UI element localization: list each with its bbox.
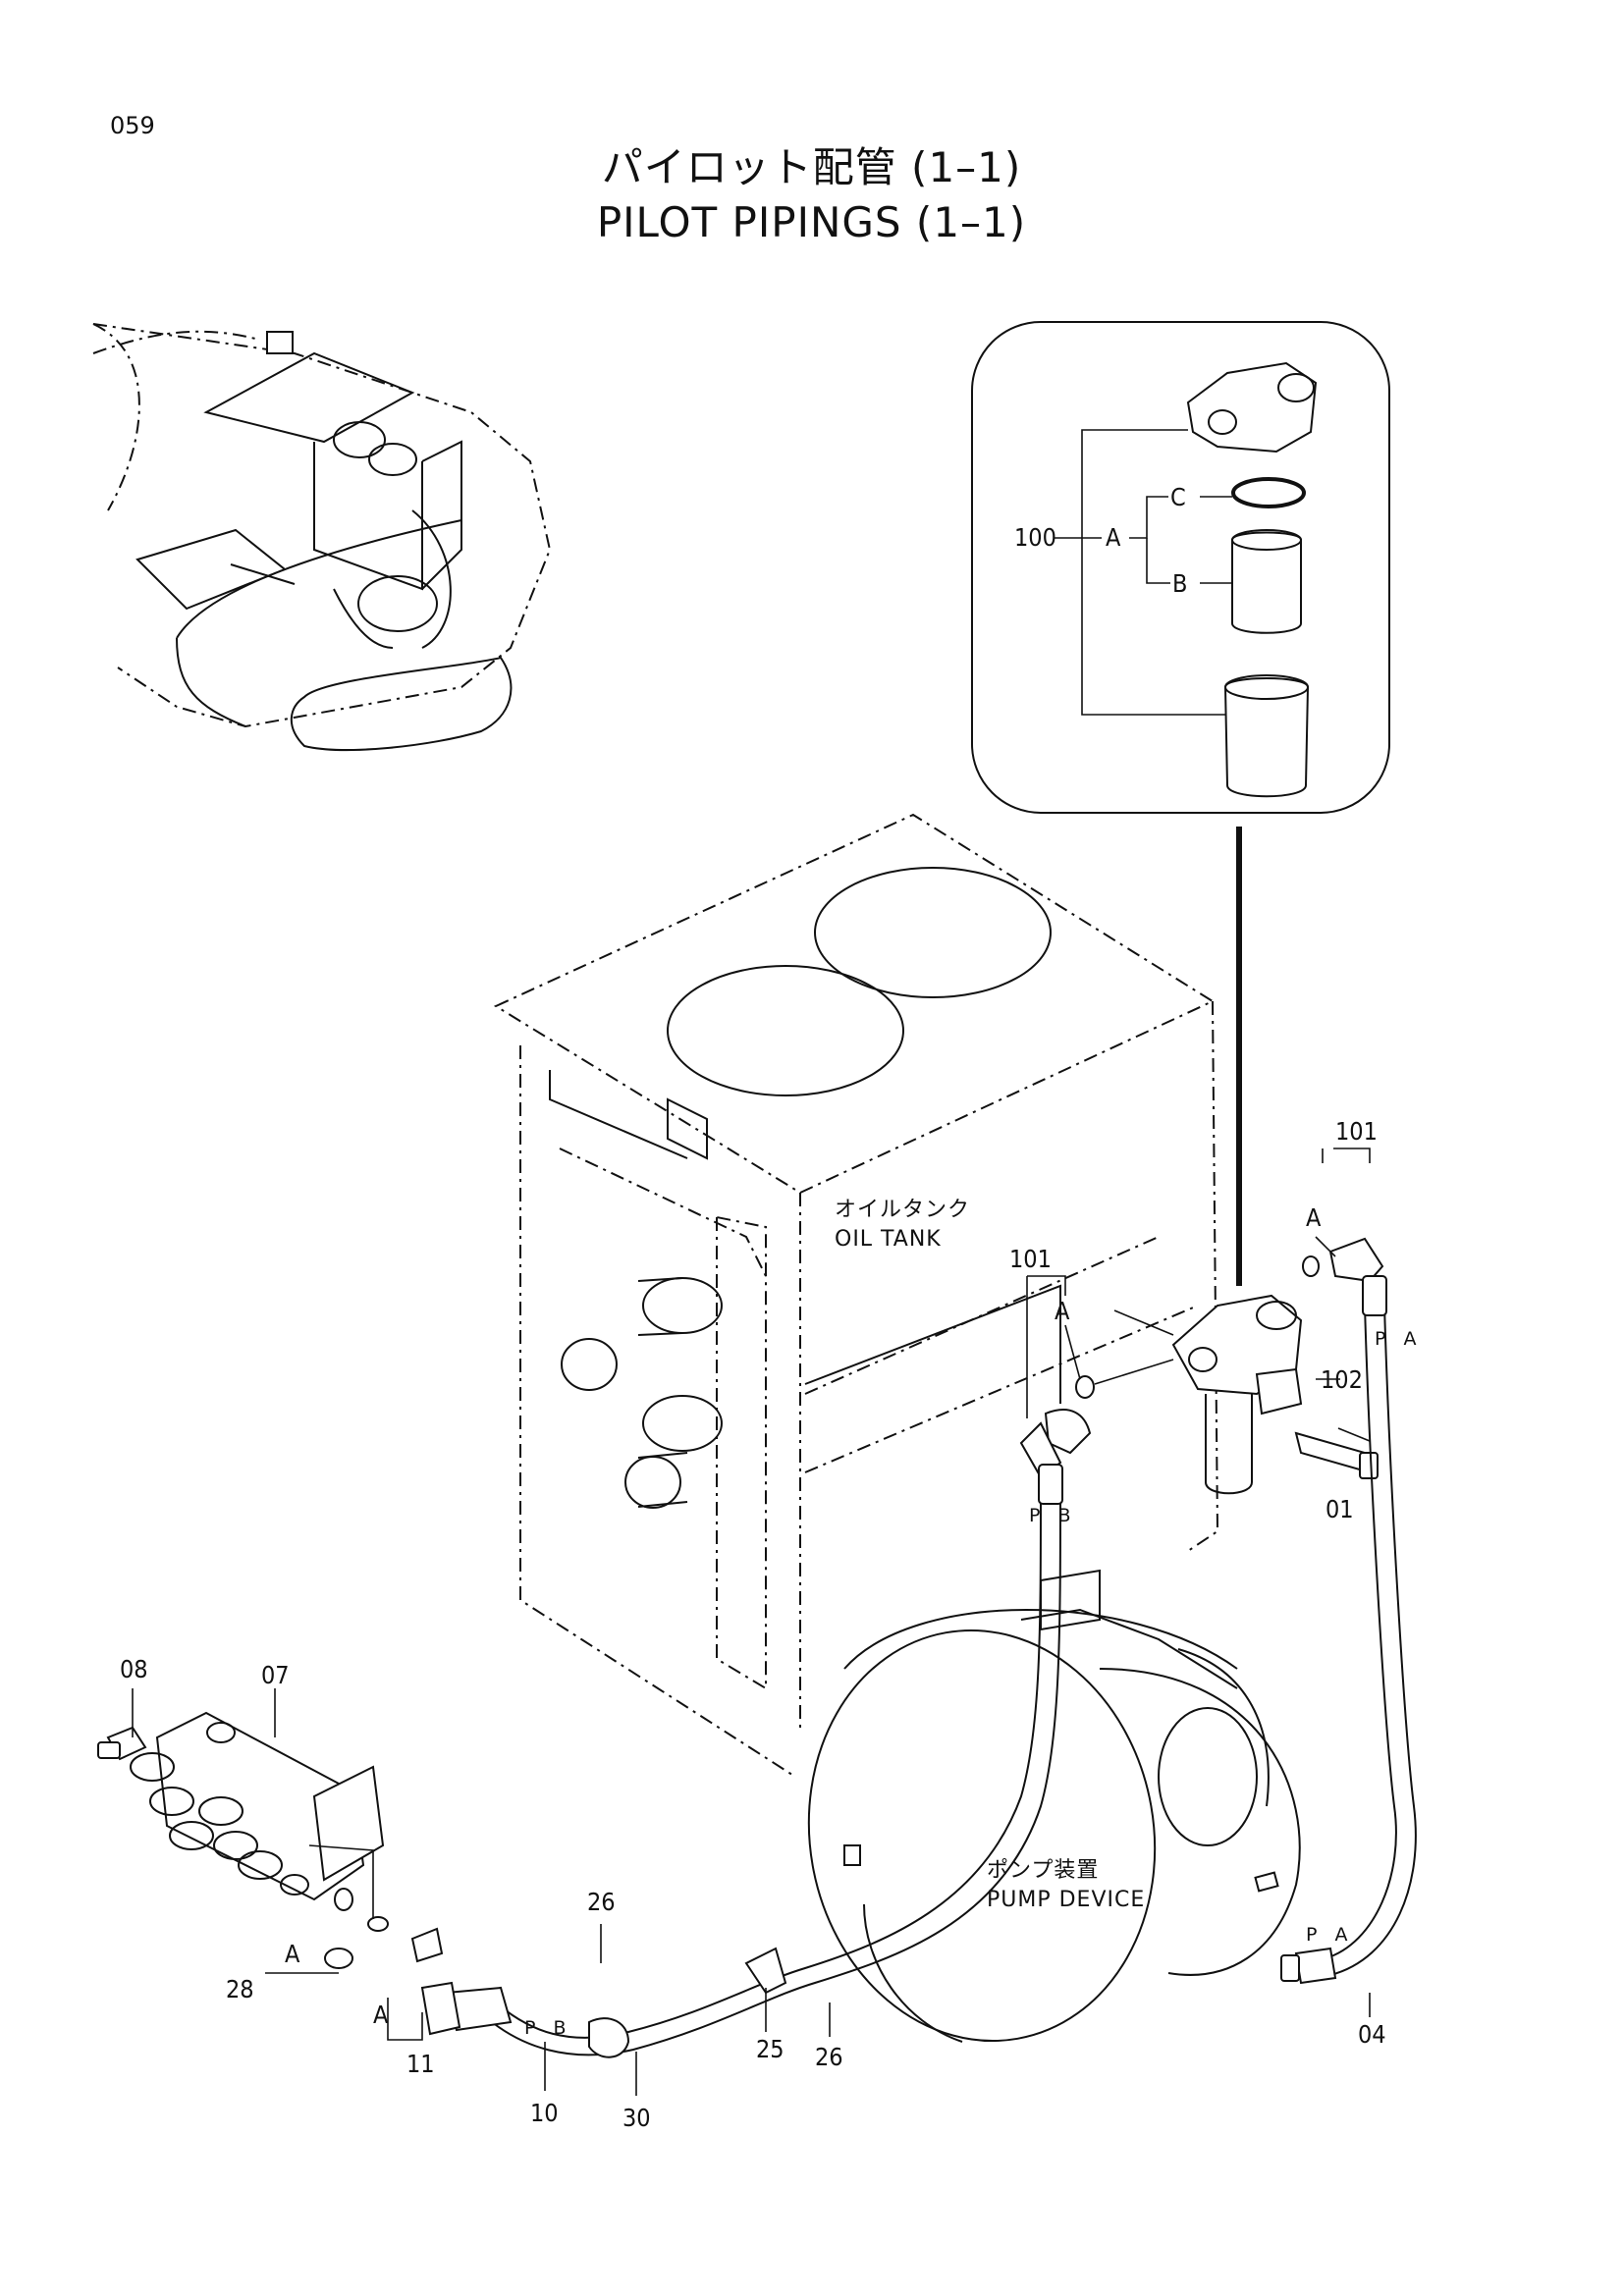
callout-30: 30 — [622, 2104, 651, 2132]
detail-label-b: B — [1172, 569, 1188, 598]
label-a-101-mid: A — [1055, 1297, 1070, 1325]
title-japanese: パイロット配管 (1–1) — [601, 143, 1022, 191]
label-a-101-top: A — [1306, 1203, 1322, 1232]
title-english: PILOT PIPINGS (1–1) — [596, 198, 1027, 246]
pilot-filter-assembly — [1019, 1237, 1384, 1495]
pump-device-label-en: PUMP DEVICE — [987, 1888, 1146, 1912]
oil-tank-label-en: OIL TANK — [835, 1227, 942, 1252]
callout-10: 10 — [530, 2099, 559, 2127]
page-number: 059 — [110, 112, 155, 139]
callout-101-top: 101 — [1335, 1117, 1378, 1146]
port-label-pa-lower: P A — [1306, 1924, 1354, 1946]
detail-label-a: A — [1106, 523, 1121, 552]
callout-08: 08 — [120, 1655, 148, 1683]
callout-102: 102 — [1321, 1365, 1363, 1394]
callout-04: 04 — [1358, 2020, 1386, 2049]
port-label-pa-upper: P A — [1375, 1328, 1423, 1350]
oil-tank-sketch — [493, 813, 1219, 1778]
valve-manifold — [97, 1711, 444, 1969]
detail-label-c: C — [1170, 483, 1186, 511]
filter-detail-box — [971, 321, 1390, 814]
port-label-pb-lower: P B — [524, 2017, 572, 2039]
pump-device-label-jp: ポンプ装置 — [987, 1858, 1100, 1883]
callout-07: 07 — [261, 1661, 290, 1689]
machine-body-sketch — [92, 323, 552, 752]
callout-100: 100 — [1014, 523, 1056, 552]
label-a-07-lower: A — [373, 2001, 389, 2029]
label-a-07-upper: A — [285, 1940, 300, 1968]
callout-26-top: 26 — [587, 1888, 616, 1916]
leader-lines — [132, 1148, 1371, 2096]
callout-28: 28 — [226, 1975, 254, 2003]
oil-tank-label-jp: オイルタンク — [835, 1198, 971, 1222]
callout-01: 01 — [1325, 1495, 1354, 1523]
callout-26-bottom: 26 — [815, 2043, 843, 2071]
port-label-pb-upper: P B — [1029, 1505, 1077, 1526]
callout-11: 11 — [406, 2050, 435, 2078]
callout-101-mid: 101 — [1009, 1245, 1052, 1273]
callout-25: 25 — [756, 2035, 784, 2063]
hoses — [420, 1275, 1417, 2058]
